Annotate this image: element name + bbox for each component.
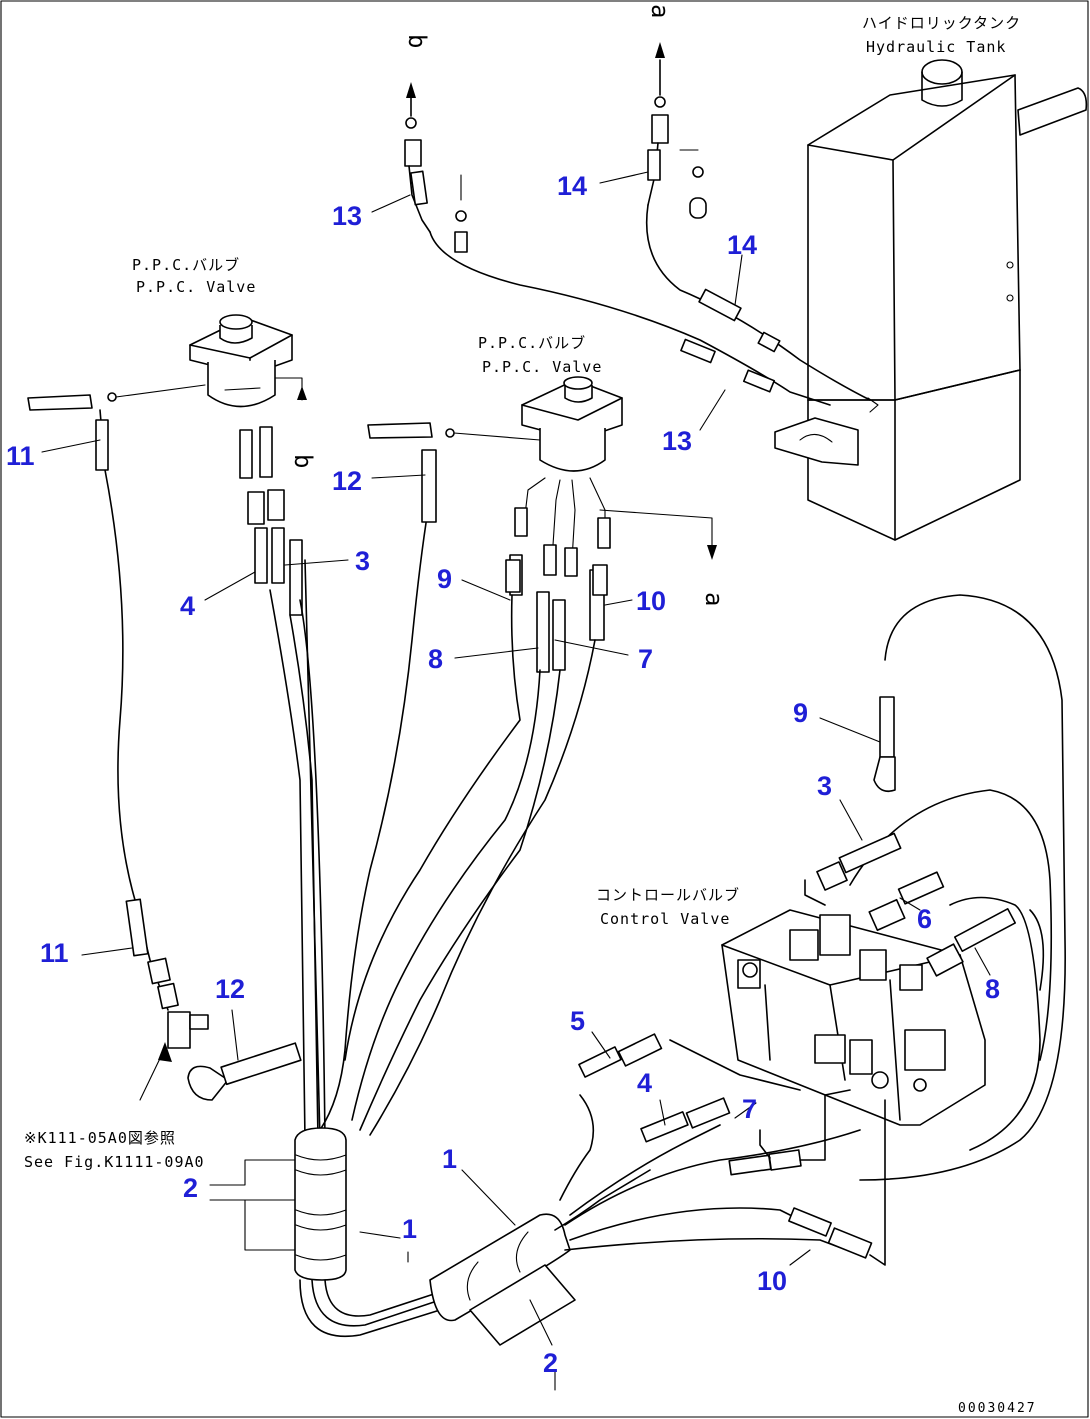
callout-8-right: 8 xyxy=(985,974,1000,1004)
callout-14-tank: 14 xyxy=(727,230,757,260)
ppc-valve-right-label-en: P.P.C. Valve xyxy=(482,358,602,376)
direction-b-top: b xyxy=(403,34,431,48)
callout-13-tank: 13 xyxy=(662,426,692,456)
diagram-code: 00030427 xyxy=(958,1401,1037,1416)
leader-lines xyxy=(41,171,991,1391)
callout-1-left: 1 xyxy=(402,1214,417,1244)
callout-2-left: 2 xyxy=(183,1173,198,1203)
callout-13-top: 13 xyxy=(332,201,362,231)
callout-1-right: 1 xyxy=(442,1144,457,1174)
part-callouts: 13 14 14 13 11 12 3 4 9 10 8 7 9 3 6 8 1… xyxy=(6,171,1000,1378)
callout-10-left: 10 xyxy=(636,586,666,616)
callout-9-left: 9 xyxy=(437,564,452,594)
control-valve-label-en: Control Valve xyxy=(600,910,730,928)
ppc-valve-right-label-jp: P.P.C.バルブ xyxy=(478,334,586,352)
callout-8-left: 8 xyxy=(428,644,443,674)
callout-12-bottom: 12 xyxy=(215,974,245,1004)
callout-12-top: 12 xyxy=(332,466,362,496)
control-valve-label-jp: コントロールバルブ xyxy=(596,886,740,904)
callout-3-right: 3 xyxy=(817,771,832,801)
callout-7-mid: 7 xyxy=(742,1094,757,1124)
hydraulic-tank xyxy=(774,59,1088,541)
direction-a-top: a xyxy=(646,4,674,18)
callout-9-right: 9 xyxy=(793,698,808,728)
ppc-valve-left xyxy=(27,314,293,479)
callout-7-left: 7 xyxy=(638,644,653,674)
tank-label-en: Hydraulic Tank xyxy=(866,38,1006,56)
direction-arrows xyxy=(274,377,717,560)
control-valve xyxy=(721,909,986,1126)
see-fig-label-jp: ※K111-05A0図参照 xyxy=(24,1129,176,1147)
ppc-valve-right xyxy=(367,376,623,561)
direction-a-right-valve: a xyxy=(700,592,728,606)
hose-lines xyxy=(95,42,1066,1346)
callout-5-mid: 5 xyxy=(570,1006,585,1036)
callout-4-mid: 4 xyxy=(637,1068,652,1098)
see-fig-label-en: See Fig.K1111-09A0 xyxy=(24,1153,205,1171)
direction-b-left-valve: b xyxy=(289,454,317,468)
callout-11-bottom: 11 xyxy=(40,938,69,968)
callout-4-left: 4 xyxy=(180,591,195,621)
callout-10-bottom: 10 xyxy=(757,1266,787,1296)
callout-11-top: 11 xyxy=(6,441,35,471)
callout-14-top: 14 xyxy=(557,171,587,201)
tank-label-jp: ハイドロリックタンク xyxy=(862,14,1021,32)
callout-2-bottom: 2 xyxy=(543,1348,558,1378)
ppc-right-fittings xyxy=(505,507,611,596)
callout-6-right: 6 xyxy=(917,904,932,934)
callout-3-left: 3 xyxy=(355,546,370,576)
ppc-valve-left-label-jp: P.P.C.バルブ xyxy=(132,256,240,274)
ppc-valve-left-label-en: P.P.C. Valve xyxy=(136,278,256,296)
